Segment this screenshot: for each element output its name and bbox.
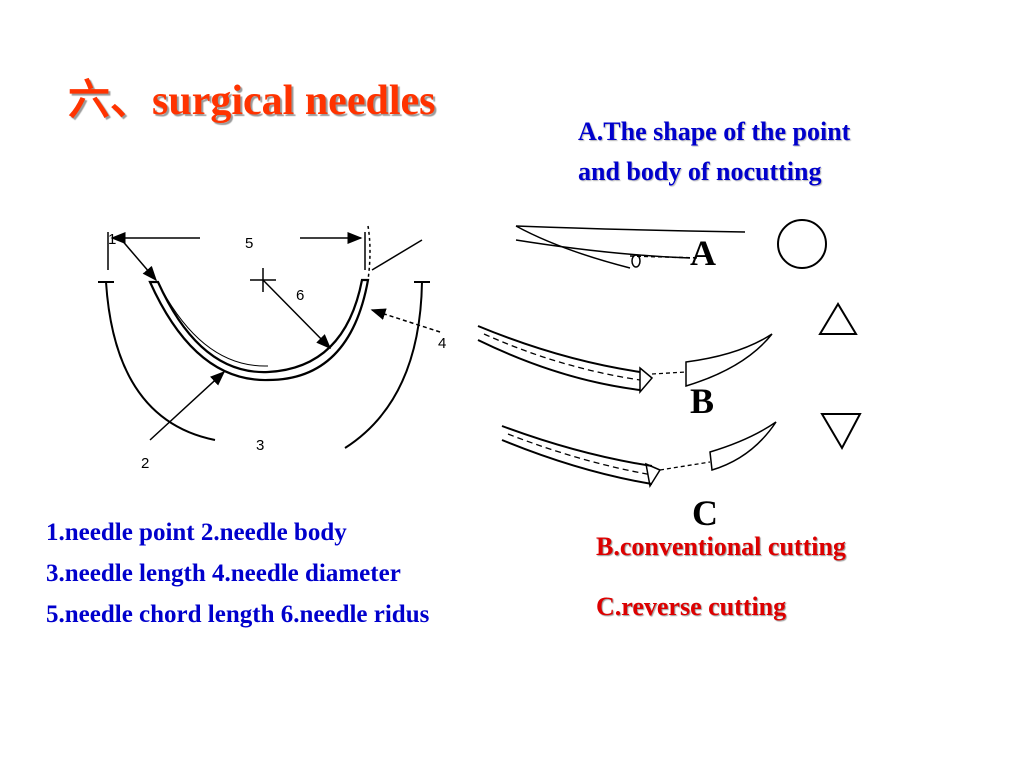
callout-4: 4 — [438, 335, 446, 352]
letter-a: A — [690, 233, 716, 273]
triangle-up-cross-section-icon — [818, 302, 858, 335]
needle-length-arc — [105, 281, 216, 441]
needle-type-a — [515, 225, 746, 269]
legend-line-1: 1.needle point 2.needle body — [46, 519, 347, 546]
legend-line-3: 5.needle chord length 6.needle ridus — [46, 601, 430, 628]
needle-type-b — [477, 325, 773, 395]
heading-line-1: A.The shape of the point — [578, 117, 851, 146]
label-reverse-cutting: C.reverse cutting — [596, 592, 787, 621]
triangle-down-cross-section-icon — [820, 413, 862, 451]
letter-b: B — [690, 381, 715, 421]
page-title: 六、surgical needles — [68, 78, 436, 124]
needle-type-c — [501, 421, 777, 489]
needle-body-shape — [148, 278, 370, 382]
callout-1: 1 — [108, 231, 116, 248]
callout-2: 2 — [141, 455, 149, 472]
heading-line-2: and body of nocutting — [578, 157, 822, 186]
callout-6: 6 — [296, 287, 304, 304]
needle-parts-legend: 1.needle point 2.needle body 3.needle le… — [46, 512, 429, 635]
letter-c: C — [692, 493, 718, 533]
callout-5: 5 — [245, 235, 253, 252]
callout-numbers: 1 5 6 4 2 3 — [108, 231, 446, 472]
heading-nocutting: A.The shape of the point and body of noc… — [578, 112, 850, 192]
callout-3: 3 — [256, 437, 264, 454]
label-conventional-cutting: B.conventional cutting — [596, 532, 846, 561]
legend-line-2: 3.needle length 4.needle diameter — [46, 560, 401, 587]
needle-anatomy-figure — [98, 225, 441, 449]
circle-cross-section-icon — [777, 219, 827, 269]
